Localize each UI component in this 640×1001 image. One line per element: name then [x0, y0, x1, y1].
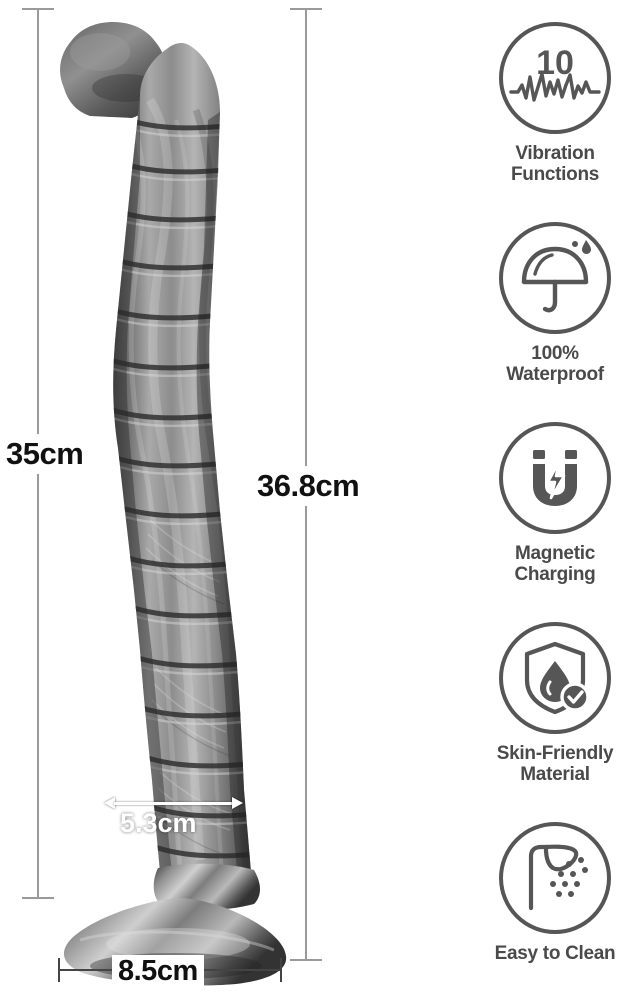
feature-caption: Skin-Friendly Material — [470, 743, 640, 786]
feature-vibration-functions: 10 Vibration Functions — [470, 22, 640, 186]
dim-label-8-5cm: 8.5cm — [112, 955, 204, 988]
caption-line: Charging — [514, 564, 596, 586]
caption-line: Vibration — [515, 143, 595, 164]
umbrella-waterproof-icon — [499, 222, 611, 334]
caption-line: 100% — [531, 343, 579, 364]
dim-8-5cm-right-tick — [280, 958, 282, 982]
vibration-waveform-icon: 10 — [499, 22, 611, 134]
caption-line: Skin-Friendly — [496, 743, 614, 764]
product-illustration — [60, 22, 287, 986]
shower-head-icon — [499, 822, 611, 934]
dim-5-3cm-left-arrow — [104, 797, 115, 809]
feature-caption: 100% Waterproof — [470, 343, 640, 386]
feature-list: 10 Vibration Functions 10 — [470, 0, 640, 1001]
feature-waterproof: 100% Waterproof — [470, 222, 640, 386]
magnet-charging-icon — [499, 422, 611, 534]
feature-caption: Easy to Clean — [470, 943, 640, 964]
feature-magnetic-charging: Magnetic Charging — [470, 422, 640, 586]
feature-caption: Magnetic Charging — [470, 543, 640, 586]
dim-368cm-bottom-cap — [290, 959, 322, 961]
caption-line: Waterproof — [506, 364, 604, 386]
dim-label-5-3cm: 5.3cm — [120, 808, 197, 838]
caption-line: Material — [520, 764, 590, 786]
dim-5-3cm-right-arrow — [232, 797, 243, 809]
dim-35cm-bottom-cap — [22, 897, 54, 899]
feature-easy-to-clean: Easy to Clean — [470, 822, 640, 964]
dim-label-36-8cm: 36.8cm — [253, 466, 364, 506]
feature-skin-friendly-material: Skin-Friendly Material — [470, 622, 640, 786]
caption-line: Magnetic — [515, 543, 595, 564]
dim-5-3cm-rule — [114, 802, 232, 805]
dim-label-35cm: 35cm — [2, 434, 88, 474]
shield-droplet-check-icon — [499, 622, 611, 734]
caption-line: Functions — [510, 164, 600, 186]
product-panel: 35cm 36.8cm 5.3cm 8.5cm — [2, 8, 364, 988]
caption-line: Easy to Clean — [494, 943, 616, 964]
feature-caption: Vibration Functions — [470, 143, 640, 186]
